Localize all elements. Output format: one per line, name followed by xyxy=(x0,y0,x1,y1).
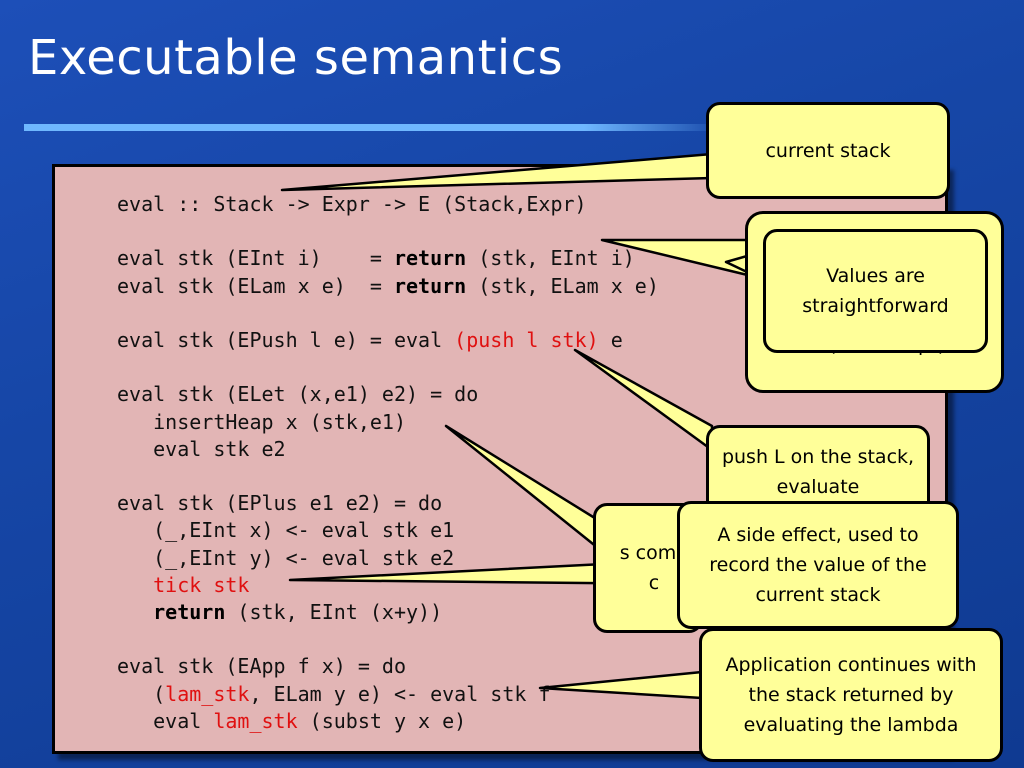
code-line-signature: eval :: Stack -> Expr -> E (Stack,Expr) xyxy=(117,192,587,216)
highlight-lam-stk: lam_stk xyxy=(213,708,298,733)
code-line-eval-e2-y: (_,EInt y) <- eval stk e2 xyxy=(117,545,455,570)
code-line-eapp: eval stk (EApp f x) = do xyxy=(117,654,406,679)
keyword-return: return xyxy=(393,246,467,271)
title-underline xyxy=(24,124,724,131)
highlight-lam-stk: lam_stk xyxy=(165,681,250,706)
code-line-eval-e1-x: (_,EInt x) <- eval stk e1 xyxy=(117,518,455,543)
code-line-eplus: eval stk (EPlus e1 e2) = do xyxy=(117,491,443,516)
code-line-lam-stk-bind: (lam_stk, ELam y e) <- eval stk f xyxy=(117,681,551,706)
slide-title: Executable semantics xyxy=(28,30,564,86)
code-line-eint: eval stk (EInt i) = return (stk, EInt i) xyxy=(117,246,635,271)
code-line-elam: eval stk (ELam x e) = return (stk, ELam … xyxy=(117,273,659,298)
code-line-eval-lam-stk: eval lam_stk (subst y x e) xyxy=(117,708,467,733)
callout-application: Application continues with the stack ret… xyxy=(699,628,1003,762)
code-line-elet: eval stk (ELet (x,e1) e2) = do xyxy=(117,382,479,407)
code-line-epush: eval stk (EPush l e) = eval (push l stk)… xyxy=(117,328,623,353)
highlight-push: (push l stk) xyxy=(454,328,599,353)
pointer-push xyxy=(573,348,714,452)
callout-side-effect: A side effect, used to record the value … xyxy=(677,501,959,629)
callout-current-stack: current stack xyxy=(706,102,950,199)
pointer-current-stack xyxy=(280,152,714,192)
callout-values: Values are straightforward xyxy=(763,229,988,353)
code-line-tick: tick stk xyxy=(117,573,249,597)
pointer-side-back xyxy=(444,424,600,550)
code-line-insertheap: insertHeap x (stk,e1) xyxy=(117,409,406,434)
code-line-eval-e2: eval stk e2 xyxy=(117,436,286,461)
pointer-application xyxy=(538,670,704,700)
keyword-return: return xyxy=(393,273,467,298)
keyword-return: return xyxy=(153,600,226,625)
highlight-tick: tick stk xyxy=(153,572,250,597)
code-listing: eval :: Stack -> Expr -> E (Stack,Expr) … xyxy=(117,191,659,735)
code-line-return-sum: return (stk, EInt (x+y)) xyxy=(153,600,443,625)
